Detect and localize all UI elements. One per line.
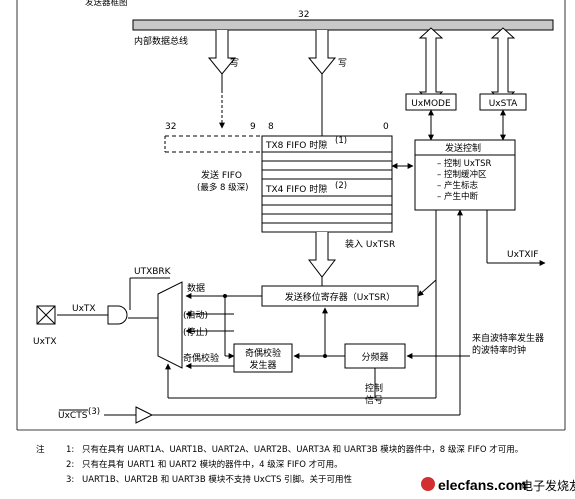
uxmode-register: UxMODE (405, 93, 457, 111)
note-1: 只有在具有 UART1A、UART1B、UART2A、UART2B、UART3A… (82, 444, 523, 455)
transmit-control-block: 发送控制 – 控制 UxTSR – 控制缓冲区 – 产生标志 – 产生中断 (414, 139, 516, 211)
watermark-brand: 电子发烧友 (521, 478, 575, 493)
footnotes: 注 1: 只有在具有 UART1A、UART1B、UART2A、UART2B、U… (36, 444, 523, 485)
internal-data-bus: 32 内部数据总线 (132, 10, 554, 47)
svg-text:UxMODE: UxMODE (411, 99, 451, 109)
mux-input-parity: 奇偶校验 (183, 352, 219, 364)
watermark: elecfans.com 电子发烧友 (421, 477, 575, 493)
svg-text:0: 0 (383, 122, 389, 132)
note-2: 只有在具有 UART1 和 UART2 模块的器件中，4 级深 FIFO 才可用… (82, 459, 343, 470)
control-signal-label: 控制 (365, 382, 383, 394)
svg-text:1:: 1: (66, 445, 74, 455)
txif-label: UxTXIF (507, 250, 538, 260)
svg-text:分频器: 分频器 (361, 351, 388, 363)
note-3: UART1B、UART2B 和 UART3B 模块不支持 UxCTS 引脚。关于… (82, 474, 353, 485)
svg-text:– 产生标志: – 产生标志 (437, 180, 478, 191)
notes-prefix: 注 (36, 444, 45, 455)
write-arrow-left: 写 (207, 30, 239, 90)
uxtx-signal-label: UxTX (72, 304, 96, 314)
svg-text:发送移位寄存器（UxTSR）: 发送移位寄存器（UxTSR） (285, 291, 395, 303)
load-tsr-label: 装入 UxTSR (345, 238, 395, 250)
uxtx-pin-label: UxTX (33, 337, 57, 347)
svg-text:3:: 3: (66, 475, 74, 485)
svg-text:8: 8 (268, 122, 274, 132)
parity-generator: 奇偶校验 发生器 (233, 343, 293, 373)
fifo-bit-numbers: 32 9 8 0 (165, 122, 389, 132)
transmit-shift-register: 发送移位寄存器（UxTSR） (261, 285, 419, 307)
baud-source-label-2: 的波特率时钟 (472, 344, 526, 356)
baud-source-label: 来自波特率发生器 (472, 332, 544, 344)
svg-text:– 产生中断: – 产生中断 (437, 191, 478, 202)
fifo-row-top-note: (1) (335, 136, 347, 146)
mux-input-start: (启动) (183, 309, 208, 321)
fifo-row-top-label: TX8 FIFO 时隙 (265, 139, 327, 151)
header-fragment: 发送器框图 (85, 0, 128, 8)
uxtx-pin-icon (36, 305, 56, 325)
svg-text:– 控制缓冲区: – 控制缓冲区 (437, 169, 487, 180)
bus-label: 内部数据总线 (134, 35, 188, 47)
fifo-row-mid-note: (2) (335, 181, 347, 191)
svg-text:32: 32 (165, 122, 176, 132)
fifo-row-mid-label: TX4 FIFO 时隙 (265, 183, 327, 195)
transmit-fifo: TX8 FIFO 时隙 (1) TX4 FIFO 时隙 (2) (261, 135, 393, 233)
watermark-site: elecfans.com (438, 477, 527, 493)
fifo-side-label: 发送 FIFO (201, 169, 242, 181)
cts-note: (3) (88, 407, 100, 417)
svg-text:奇偶校验: 奇偶校验 (245, 347, 281, 359)
load-tsr-arrow: 装入 UxTSR (307, 232, 395, 286)
write-arrow-right: 写 (307, 30, 347, 140)
bus-width-label: 32 (298, 10, 309, 20)
cts-label: UxCTS (58, 411, 88, 421)
fifo-depth-label: (最多 8 级深) (197, 182, 248, 193)
cts-input: UxCTS (3) (58, 209, 463, 424)
and-gate (107, 305, 128, 325)
bus-to-uxsta-arrow (490, 27, 516, 103)
uxsta-register: UxSTA (479, 93, 527, 111)
control-signal-label-2: 信号 (365, 394, 383, 406)
svg-text:9: 9 (250, 122, 256, 132)
svg-text:写: 写 (230, 58, 239, 69)
clock-divider: 分频器 (344, 343, 406, 369)
svg-text:– 控制 UxTSR: – 控制 UxTSR (437, 158, 491, 169)
svg-text:UxSTA: UxSTA (489, 99, 518, 109)
bus-to-uxmode-arrow (418, 27, 444, 103)
control-to-tsr-arrow (417, 279, 437, 297)
svg-text:写: 写 (338, 58, 347, 69)
svg-text:2:: 2: (66, 460, 74, 470)
transmit-control-title: 发送控制 (445, 142, 481, 154)
watermark-logo-icon (421, 477, 435, 491)
svg-text:发生器: 发生器 (249, 359, 276, 371)
mux-input-stop: (停止) (183, 326, 208, 338)
fifo-extension-dashed (164, 135, 262, 153)
mux-input-data: 数据 (187, 282, 205, 294)
utxbrk-label: UTXBRK (134, 267, 172, 277)
output-mux: 数据 (启动) (停止) 奇偶校验 (157, 281, 219, 369)
